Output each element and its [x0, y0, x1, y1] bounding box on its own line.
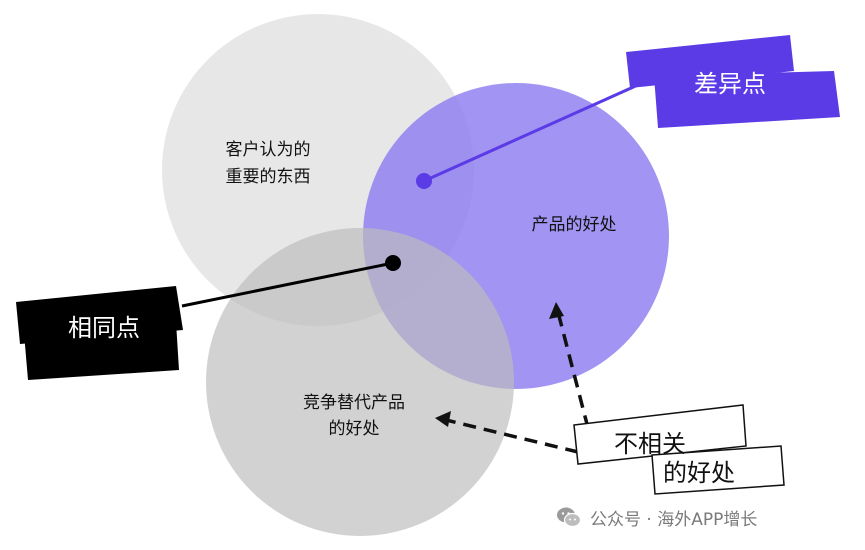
irrelevant-arrow-up-head: [549, 302, 564, 319]
similarities-tag: 相同点: [16, 286, 183, 380]
similarities-dot: [385, 255, 401, 271]
watermark: 公众号 · 海外APP增长: [556, 504, 757, 530]
circle-competitor-benefits: [206, 228, 514, 536]
differences-dot: [416, 173, 432, 189]
similarities-tag-label: 相同点: [68, 314, 140, 342]
differences-tag: 差异点: [626, 35, 840, 128]
irrelevant-tag-label-1: 不相关: [614, 430, 686, 458]
watermark-text: 公众号 · 海外APP增长: [590, 509, 758, 530]
irrelevant-arrow-left: [445, 418, 579, 454]
differences-tag-label: 差异点: [694, 70, 766, 98]
circle-competitor-benefits-label-1: 竞争替代产品: [303, 393, 405, 413]
irrelevant-tag-label-2: 的好处: [663, 459, 735, 487]
irrelevant-tag: 不相关 的好处: [573, 404, 785, 495]
circle-customer-important-label-1: 客户认为的: [226, 140, 311, 160]
irrelevant-arrow-left-head: [435, 411, 451, 427]
circle-customer-important-label-2: 重要的东西: [226, 167, 311, 187]
wechat-icon: [556, 504, 582, 530]
circle-competitor-benefits-label-2: 的好处: [329, 419, 380, 439]
circle-product-benefits-label: 产品的好处: [532, 215, 617, 235]
differences-connector: [423, 82, 641, 183]
similarities-connector: [181, 261, 394, 308]
